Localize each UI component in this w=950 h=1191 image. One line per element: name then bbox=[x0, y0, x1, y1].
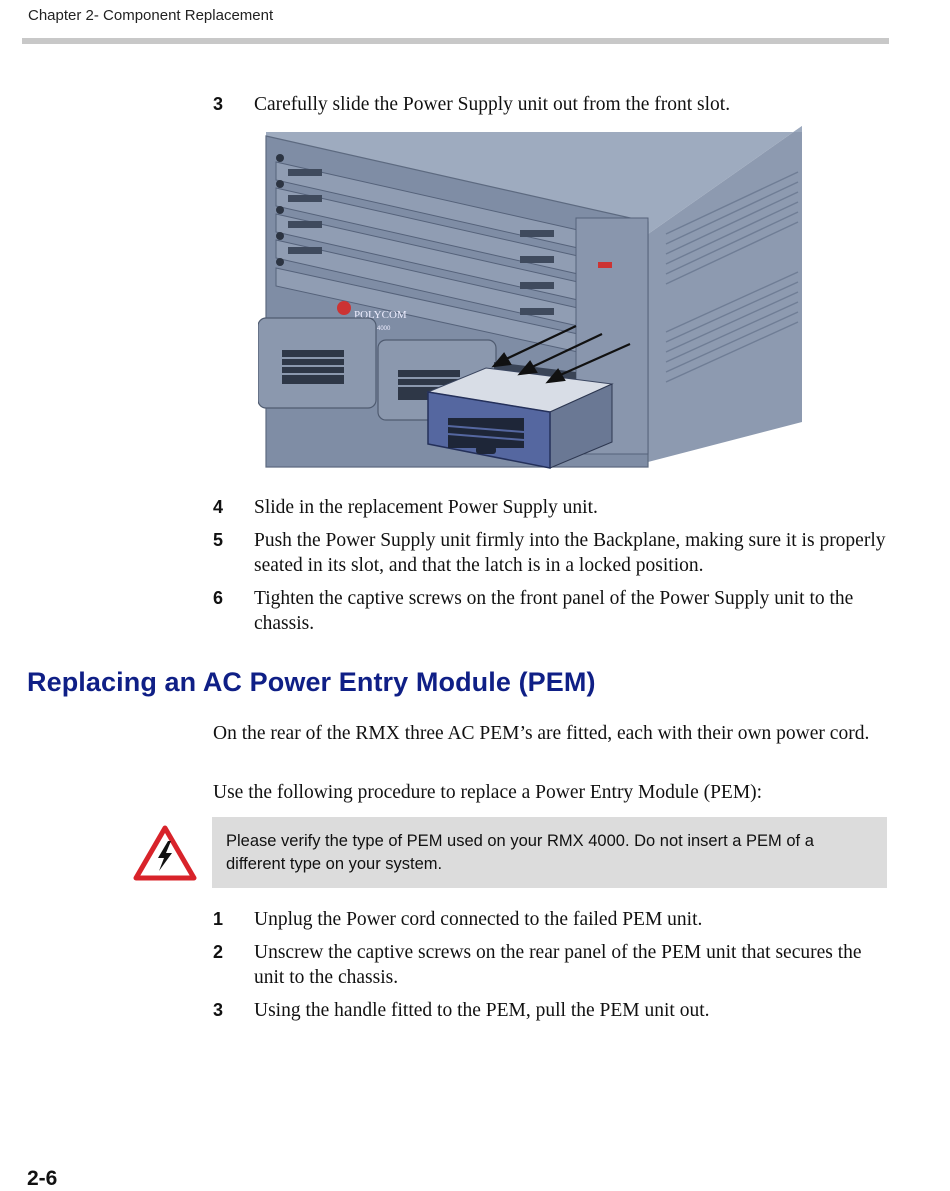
step-number: 2 bbox=[213, 942, 224, 962]
step-number: 4 bbox=[213, 497, 224, 517]
power-supply-removal-figure: POLYCOM RMX 4000 bbox=[258, 122, 802, 482]
running-header: Chapter 2- Component Replacement bbox=[28, 7, 274, 24]
page-number: 2-6 bbox=[27, 1167, 58, 1190]
step-text: Slide in the replacement Power Supply un… bbox=[254, 497, 598, 518]
step-item: 4 Slide in the replacement Power Supply … bbox=[213, 495, 893, 520]
step-item: 5 Push the Power Supply unit firmly into… bbox=[213, 528, 893, 578]
step-text: Tighten the captive screws on the front … bbox=[254, 588, 854, 634]
step-number: 5 bbox=[213, 530, 224, 550]
step-item: 2 Unscrew the captive screws on the rear… bbox=[213, 940, 893, 990]
procedure-intro: Use the following procedure to replace a… bbox=[213, 782, 763, 803]
step-item: 6 Tighten the captive screws on the fron… bbox=[213, 586, 893, 636]
step-text: Carefully slide the Power Supply unit ou… bbox=[254, 94, 731, 115]
warning-note: Please verify the type of PEM used on yo… bbox=[212, 817, 887, 888]
electrical-hazard-warning-icon bbox=[133, 825, 197, 881]
section-intro: On the rear of the RMX three AC PEM’s ar… bbox=[213, 723, 870, 744]
step-number: 3 bbox=[213, 1000, 224, 1020]
step-number: 3 bbox=[213, 94, 224, 114]
step-item: 3 Carefully slide the Power Supply unit … bbox=[213, 92, 893, 117]
step-item: 1 Unplug the Power cord connected to the… bbox=[213, 907, 893, 932]
step-item: 3 Using the handle fitted to the PEM, pu… bbox=[213, 998, 893, 1023]
section-heading: Replacing an AC Power Entry Module (PEM) bbox=[27, 667, 596, 697]
header-rule bbox=[22, 38, 889, 44]
step-text: Unscrew the captive screws on the rear p… bbox=[254, 942, 862, 988]
step-text: Unplug the Power cord connected to the f… bbox=[254, 909, 703, 930]
step-number: 1 bbox=[213, 909, 224, 929]
step-text: Using the handle fitted to the PEM, pull… bbox=[254, 1000, 710, 1021]
step-number: 6 bbox=[213, 588, 224, 608]
step-text: Push the Power Supply unit firmly into t… bbox=[254, 530, 886, 576]
